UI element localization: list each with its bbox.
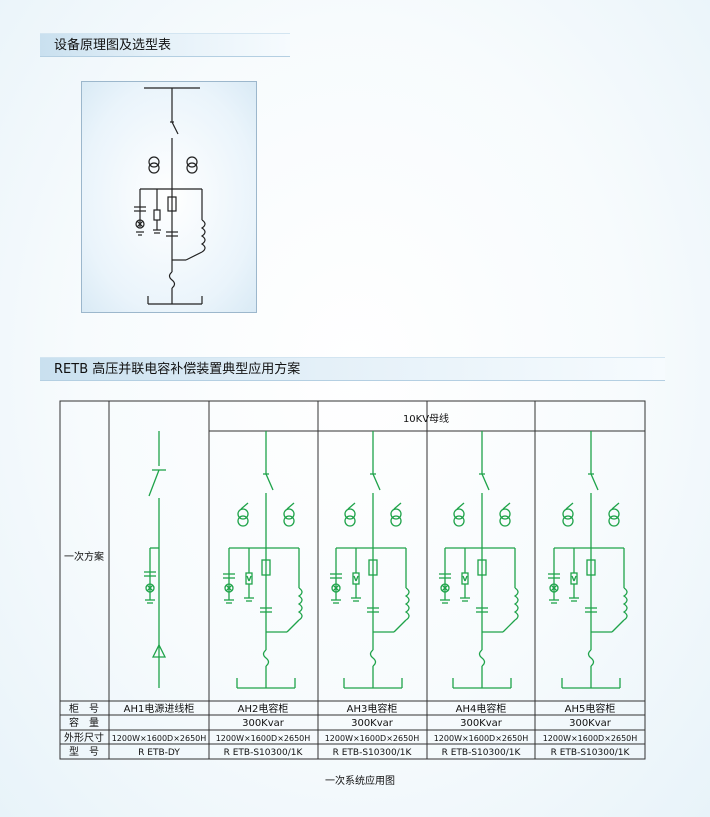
dimensions-value: 1200W×1600D×2650H [434, 734, 529, 743]
principle-schematic [134, 87, 206, 305]
model-value: R ETB-S10300/1K [224, 748, 304, 758]
dimensions-value: 1200W×1600D×2650H [112, 734, 207, 743]
row-label-dimensions: 外形尺寸 [64, 731, 104, 744]
capacitor-cabinet-schematic [330, 431, 410, 689]
figure-caption: 一次系统应用图 [325, 774, 395, 787]
capacity-value: 300Kvar [242, 718, 285, 729]
row-label-cabinet: 柜 号 [69, 702, 99, 715]
dimensions-value: 1200W×1600D×2650H [325, 734, 420, 743]
table-grid [59, 400, 646, 760]
model-value: R ETB-DY [138, 748, 180, 758]
capacity-value: 300Kvar [351, 718, 394, 729]
cabinet-name: AH4电容柜 [456, 702, 507, 715]
cabinet-name: AH1电源进线柜 [124, 702, 195, 715]
capacitor-cabinet-schematic [548, 431, 628, 689]
capacity-value: 300Kvar [460, 718, 503, 729]
capacity-value: 300Kvar [569, 718, 612, 729]
dimensions-value: 1200W×1600D×2650H [543, 734, 638, 743]
capacitor-cabinet-diagrams [223, 431, 628, 689]
capacitor-cabinet-schematic [439, 431, 519, 689]
row-label-model: 型 号 [69, 745, 99, 758]
section-header-application: RETB 高压并联电容补偿装置典型应用方案 [40, 357, 665, 381]
principle-schematic-panel [81, 81, 257, 313]
section-title: 设备原理图及选型表 [54, 38, 172, 53]
model-value: R ETB-S10300/1K [551, 748, 631, 758]
row-label-capacity: 容 量 [69, 716, 99, 729]
dimensions-value: 1200W×1600D×2650H [216, 734, 311, 743]
cabinet-name: AH3电容柜 [347, 702, 398, 715]
incoming-cabinet-diagram [144, 431, 167, 688]
capacitor-cabinet-schematic [223, 431, 303, 689]
cabinet-name: AH2电容柜 [238, 702, 289, 715]
cabinet-name: AH5电容柜 [565, 702, 616, 715]
model-value: R ETB-S10300/1K [442, 748, 522, 758]
model-value: R ETB-S10300/1K [333, 748, 413, 758]
bus-label: 10KV母线 [403, 412, 449, 425]
section-header-schematic: 设备原理图及选型表 [40, 33, 290, 57]
section-title: RETB 高压并联电容补偿装置典型应用方案 [54, 362, 301, 377]
scheme-label: 一次方案 [64, 550, 104, 563]
